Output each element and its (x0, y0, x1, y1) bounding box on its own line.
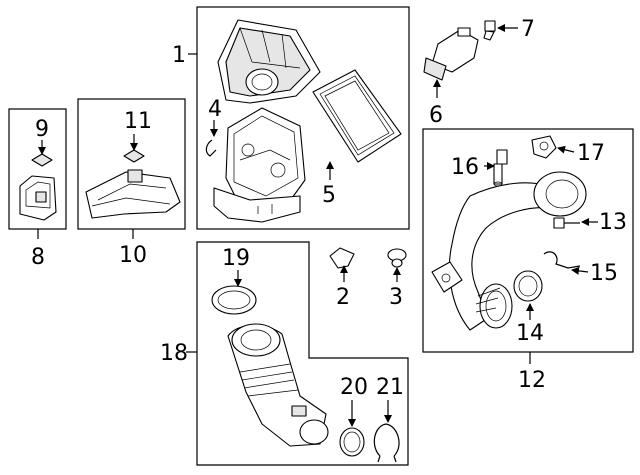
air-cleaner-upper-housing-icon (217, 19, 321, 104)
clamp-19-icon (211, 285, 257, 315)
callout-9: 9 (35, 117, 49, 142)
sensor-17-icon (531, 135, 557, 159)
wire-clip-15-icon (543, 251, 581, 269)
clip-2-icon (329, 247, 355, 269)
callout-17: 17 (577, 141, 605, 166)
callout-18: 18 (160, 341, 188, 366)
nut-9-icon (31, 153, 53, 167)
intake-hose-12-icon (431, 171, 587, 331)
air-filter-element-icon (312, 69, 402, 163)
sensor-16-icon (493, 149, 508, 187)
callout-3: 3 (389, 285, 403, 310)
bolt-13-icon (553, 217, 580, 229)
group-box-12 (422, 128, 634, 353)
clip-4-icon (205, 139, 217, 157)
callout-12: 12 (518, 368, 546, 393)
duct-18-icon (227, 323, 329, 447)
leader-15 (571, 266, 589, 275)
spring-clip-21-icon (373, 423, 400, 463)
callout-21: 21 (376, 375, 404, 400)
seal-ring-14-icon (513, 270, 543, 302)
grommet-3-icon (387, 248, 407, 268)
callout-1: 1 (172, 43, 186, 68)
group-box-18 (196, 241, 409, 466)
callout-5: 5 (322, 183, 336, 208)
callout-16: 16 (451, 155, 479, 180)
air-cleaner-lower-box-icon (213, 107, 306, 223)
nut-11-icon (123, 149, 145, 163)
callout-10: 10 (119, 243, 147, 268)
air-duct-10-icon (85, 169, 181, 219)
callout-7: 7 (521, 17, 535, 42)
group-box-air-cleaner (196, 6, 410, 230)
o-ring-20-icon (339, 427, 365, 457)
group-box-10 (77, 98, 186, 230)
leader-17 (557, 145, 575, 154)
screw-7-icon (483, 20, 496, 41)
bracket-8-icon (19, 175, 57, 221)
callout-20: 20 (340, 375, 368, 400)
callout-2: 2 (336, 285, 350, 310)
callout-4: 4 (208, 97, 222, 122)
callout-19: 19 (222, 246, 250, 271)
callout-8: 8 (31, 245, 45, 270)
callout-15: 15 (590, 261, 618, 286)
callout-11: 11 (124, 109, 152, 134)
callout-14: 14 (516, 321, 544, 346)
callout-13: 13 (599, 210, 627, 235)
mass-airflow-sensor-icon (423, 27, 479, 81)
callout-6: 6 (429, 103, 443, 128)
